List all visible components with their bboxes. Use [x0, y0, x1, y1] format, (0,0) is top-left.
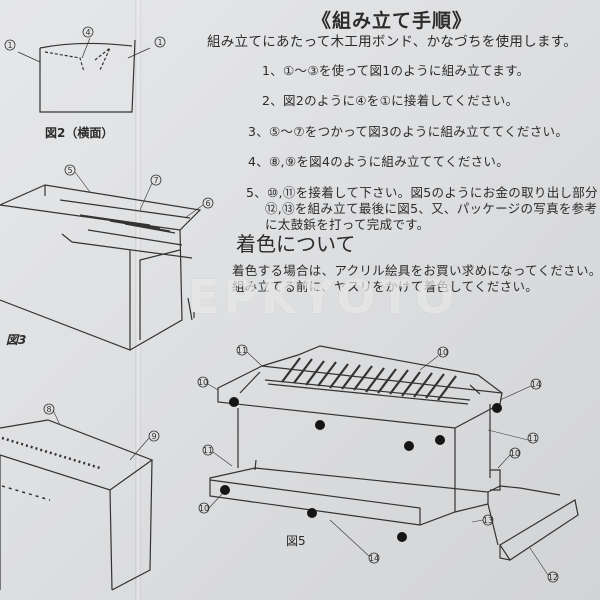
svg-text:11: 11	[203, 446, 213, 455]
figure-2-drawing	[17, 37, 151, 113]
leader-lines	[52, 171, 549, 576]
svg-text:13: 13	[483, 516, 493, 525]
svg-text:10: 10	[199, 504, 209, 513]
intro-text: 組み立てにあたって木工用ボンド、かなづちを使用します。	[207, 34, 578, 50]
callout-circles	[4, 26, 559, 583]
section-heading-coloring: 着色について	[236, 232, 356, 256]
figure-5-caption: 図5	[286, 534, 306, 548]
svg-text:10: 10	[198, 378, 208, 387]
figure-5-slats	[281, 357, 457, 401]
figure-5-nails	[220, 397, 502, 542]
svg-text:9: 9	[151, 432, 156, 441]
coloring-line-2: 組み立てる前に、ヤスリをかけて着色してください。	[232, 279, 539, 294]
step-4: 4、⑧,⑨を図4のように組み立ててください。	[248, 154, 510, 169]
step-2: 2、図2のように④を①に接着してください。	[262, 93, 519, 108]
coloring-line-1: 着色する場合は、アクリル絵具をお買い求めになってください。	[232, 263, 600, 278]
figure-3-drawing	[0, 184, 202, 351]
figure-3-caption: 図3	[6, 333, 27, 347]
svg-text:1: 1	[7, 41, 12, 50]
svg-text:14: 14	[369, 554, 379, 563]
watermark: EPKYOTO	[188, 270, 459, 324]
step-1: 1、①〜③を使って図1のように組み立てます。	[262, 63, 530, 78]
page-title: 《組み立て手順》	[312, 10, 473, 32]
svg-text:10: 10	[438, 348, 448, 357]
svg-text:12: 12	[548, 573, 558, 582]
svg-text:10: 10	[510, 449, 520, 458]
step-5-line-1: 5、⑩,⑪を接着して下さい。図5のようにお金の取り出し部分	[246, 185, 598, 200]
paper-fold	[135, 0, 141, 600]
figure-5-drawing	[209, 345, 579, 561]
svg-text:7: 7	[153, 176, 158, 185]
svg-text:14: 14	[531, 380, 541, 389]
svg-text:5: 5	[67, 166, 72, 175]
figure-4-drawing	[0, 419, 154, 591]
figure-2-caption: 図2（横面）	[45, 126, 114, 140]
step-5-line-3: に太鼓鋲を打って完成です。	[265, 217, 430, 232]
step-3: 3、⑤〜⑦をつかって図3のように組み立ててください。	[248, 124, 569, 139]
svg-text:8: 8	[46, 405, 51, 414]
svg-text:1: 1	[157, 38, 162, 47]
svg-text:11: 11	[528, 434, 538, 443]
svg-text:4: 4	[85, 28, 90, 37]
svg-text:11: 11	[237, 346, 247, 355]
step-5-line-2: ⑫,⑬を組み立て最後に図5、又、パッケージの写真を参考	[265, 201, 598, 216]
svg-text:6: 6	[205, 199, 210, 208]
